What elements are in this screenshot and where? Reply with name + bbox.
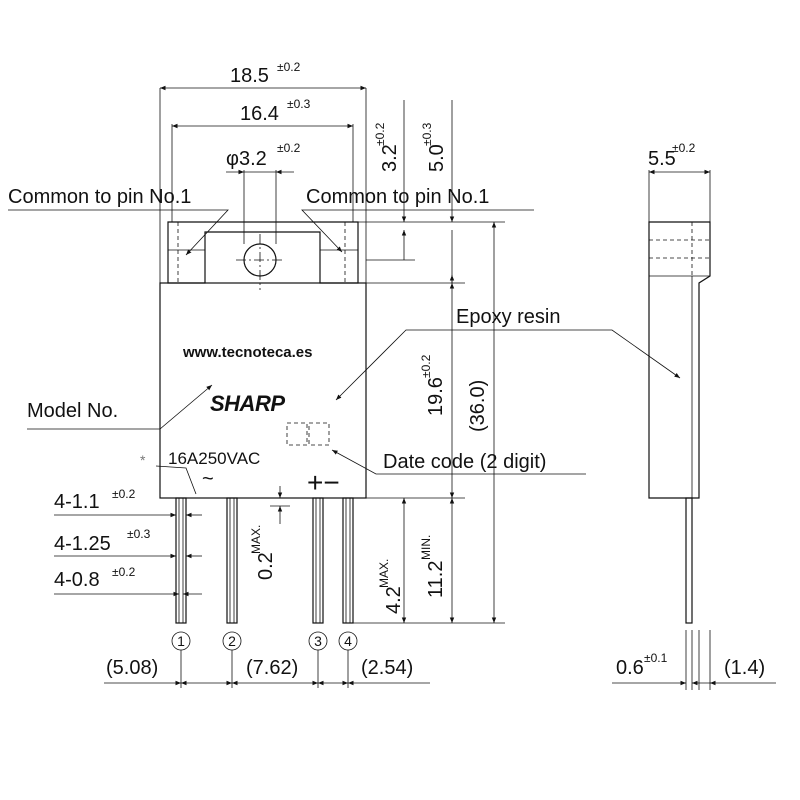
dim-7-62: (7.62)	[246, 657, 298, 679]
dim-pin-0-8: 4-0.8	[54, 569, 100, 591]
date-code-label: Date code (2 digit)	[383, 451, 546, 473]
width-dimensions: 18.5 ±0.2 16.4 ±0.3 φ3.2 ±0.2	[159, 60, 367, 283]
dim-18-5: 18.5	[230, 65, 269, 87]
common-left-label: Common to pin No.1	[8, 186, 191, 208]
pin-3-label: 3	[314, 633, 322, 649]
model-no-label: Model No.	[27, 400, 118, 422]
svg-text:±0.2: ±0.2	[112, 565, 136, 579]
date-code-box-2	[308, 422, 330, 446]
svg-text:±0.3: ±0.3	[420, 122, 434, 146]
dim-11-2: 11.2	[425, 561, 447, 598]
dim-5-08: (5.08)	[106, 657, 158, 679]
asterisk-mark: *	[140, 452, 146, 468]
dim-pin-1-25: 4-1.25	[54, 533, 111, 555]
svg-text:±0.2: ±0.2	[419, 354, 433, 378]
common-right-label: Common to pin No.1	[306, 186, 489, 208]
svg-text:±0.2: ±0.2	[277, 60, 301, 74]
dim-19-6: 19.6	[425, 377, 447, 416]
dim-hole-diameter: φ3.2	[226, 148, 267, 170]
dim-side-5-5: 5.5	[648, 148, 676, 170]
svg-text:MAX.: MAX.	[377, 559, 391, 588]
svg-text:±0.2: ±0.2	[373, 122, 387, 146]
brand-logo: SHARP	[210, 391, 285, 416]
svg-text:±0.2: ±0.2	[672, 141, 696, 155]
pitch-dimensions: (5.08) (7.62) (2.54)	[104, 657, 430, 686]
svg-text:±0.3: ±0.3	[287, 97, 311, 111]
svg-text:MAX.: MAX.	[249, 525, 263, 554]
dim-side-0-6: 0.6	[616, 657, 644, 679]
svg-text:±0.3: ±0.3	[127, 527, 151, 541]
relay-body	[159, 282, 367, 499]
height-dimensions: 3.2±0.2 5.0±0.3 19.6±0.2 (36.0) 11.2MIN.…	[249, 100, 505, 624]
dim-3-2: 3.2	[379, 144, 401, 172]
rating-text: 16A250VAC	[168, 449, 260, 468]
callouts: Epoxy resin Model No. Date code (2 digit…	[27, 306, 681, 475]
dim-side-1-4: (1.4)	[724, 657, 765, 679]
side-body	[648, 221, 711, 499]
pin-4-label: 4	[344, 633, 352, 649]
date-code-box-1	[286, 422, 308, 446]
dim-16-4: 16.4	[240, 103, 279, 125]
dim-pin-1-1: 4-1.1	[54, 491, 100, 513]
dim-2-54: (2.54)	[361, 657, 413, 679]
side-pin	[685, 497, 693, 624]
mounting-tab	[167, 221, 359, 284]
svg-text:MIN.: MIN.	[419, 535, 433, 560]
dim-0-2-max: 0.2	[255, 552, 277, 580]
pin-1-label: 1	[177, 633, 185, 649]
side-view: 5.5 ±0.2 0.6 ±0.1 (1.4)	[612, 141, 776, 690]
svg-text:±0.1: ±0.1	[644, 651, 668, 665]
common-to-pin-callouts: Common to pin No.1 Common to pin No.1	[8, 186, 534, 256]
polarity-symbols: +−	[307, 467, 340, 498]
pin-dimensions: 4-1.1 ±0.2 4-1.25 ±0.3 4-0.8 ±0.2	[54, 487, 202, 597]
dim-5-0: 5.0	[426, 144, 448, 172]
dim-36-0: (36.0)	[467, 380, 489, 432]
svg-text:±0.2: ±0.2	[112, 487, 136, 501]
website-text: www.tecnoteca.es	[182, 344, 313, 361]
ac-symbol-icon: ~	[202, 468, 214, 490]
pin-2-label: 2	[228, 633, 236, 649]
front-view: 1 2 3 4 www.tecnoteca.es SHARP 16A250VAC…	[140, 221, 367, 688]
epoxy-resin-label: Epoxy resin	[456, 306, 561, 328]
pin-leads	[175, 497, 354, 624]
svg-text:±0.2: ±0.2	[277, 141, 301, 155]
dim-4-2: 4.2	[383, 586, 405, 614]
